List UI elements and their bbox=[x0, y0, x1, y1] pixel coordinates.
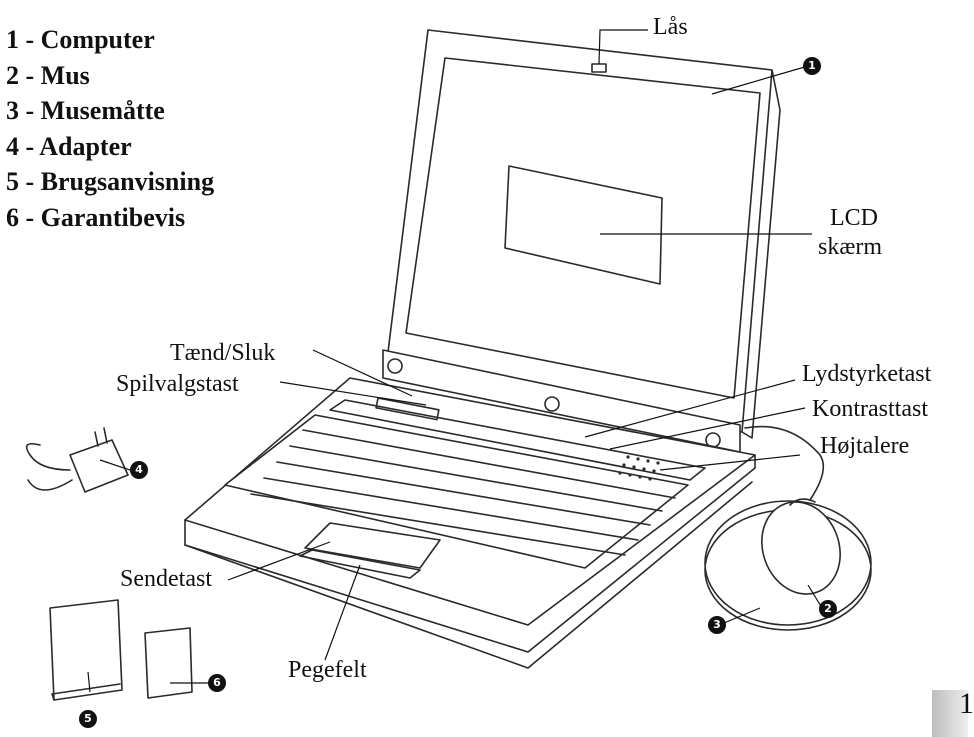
laptop-base-front bbox=[184, 454, 756, 653]
mouse-cable bbox=[744, 425, 825, 501]
badge-mousepad: 3 bbox=[708, 616, 726, 634]
page-tab bbox=[932, 690, 968, 737]
touchpad bbox=[304, 522, 441, 569]
badge-mouse: 2 bbox=[819, 600, 837, 618]
lcd-screen bbox=[405, 57, 761, 399]
contents-legend: 1 - Computer 2 - Mus 3 - Musemåtte 4 - A… bbox=[6, 22, 214, 235]
legend-item-adapter: 4 - Adapter bbox=[6, 131, 132, 161]
label-enter: Sendetast bbox=[120, 566, 212, 592]
label-contrast: Kontrasttast bbox=[812, 396, 928, 422]
manual-booklet bbox=[49, 599, 123, 701]
warranty-card bbox=[144, 627, 193, 699]
function-strip bbox=[329, 399, 706, 481]
badge-manual: 5 bbox=[79, 710, 97, 728]
page-number: 1 bbox=[959, 687, 974, 720]
label-speakers: Højtalere bbox=[820, 433, 910, 459]
label-touchpad: Pegefelt bbox=[288, 657, 367, 683]
leader-lines bbox=[87, 29, 823, 693]
label-lock: Lås bbox=[653, 14, 688, 40]
screen-image bbox=[504, 165, 663, 285]
legend-item-warranty: 6 - Garantibevis bbox=[6, 202, 186, 232]
legend-item-mouse: 2 - Mus bbox=[6, 60, 90, 90]
badge-warranty: 6 bbox=[208, 674, 226, 692]
badge-adapter: 4 bbox=[130, 461, 148, 479]
legend-item-mousepad: 3 - Musemåtte bbox=[6, 96, 165, 125]
label-volume: Lydstyrketast bbox=[802, 361, 932, 387]
badge-computer: 1 bbox=[803, 57, 821, 75]
laptop-lid-edge bbox=[741, 69, 781, 439]
label-screen: skærm bbox=[818, 234, 883, 260]
legend-item-computer: 1 - Computer bbox=[6, 25, 155, 54]
label-power: Tænd/Sluk bbox=[170, 340, 276, 366]
label-lcd: LCD bbox=[830, 205, 878, 231]
adapter-cable bbox=[25, 442, 73, 491]
speaker-grille bbox=[618, 455, 660, 481]
legend-item-manual: 5 - Brugsanvisning bbox=[6, 167, 215, 196]
label-game-select: Spilvalgstast bbox=[116, 371, 239, 397]
mouse bbox=[761, 501, 841, 595]
